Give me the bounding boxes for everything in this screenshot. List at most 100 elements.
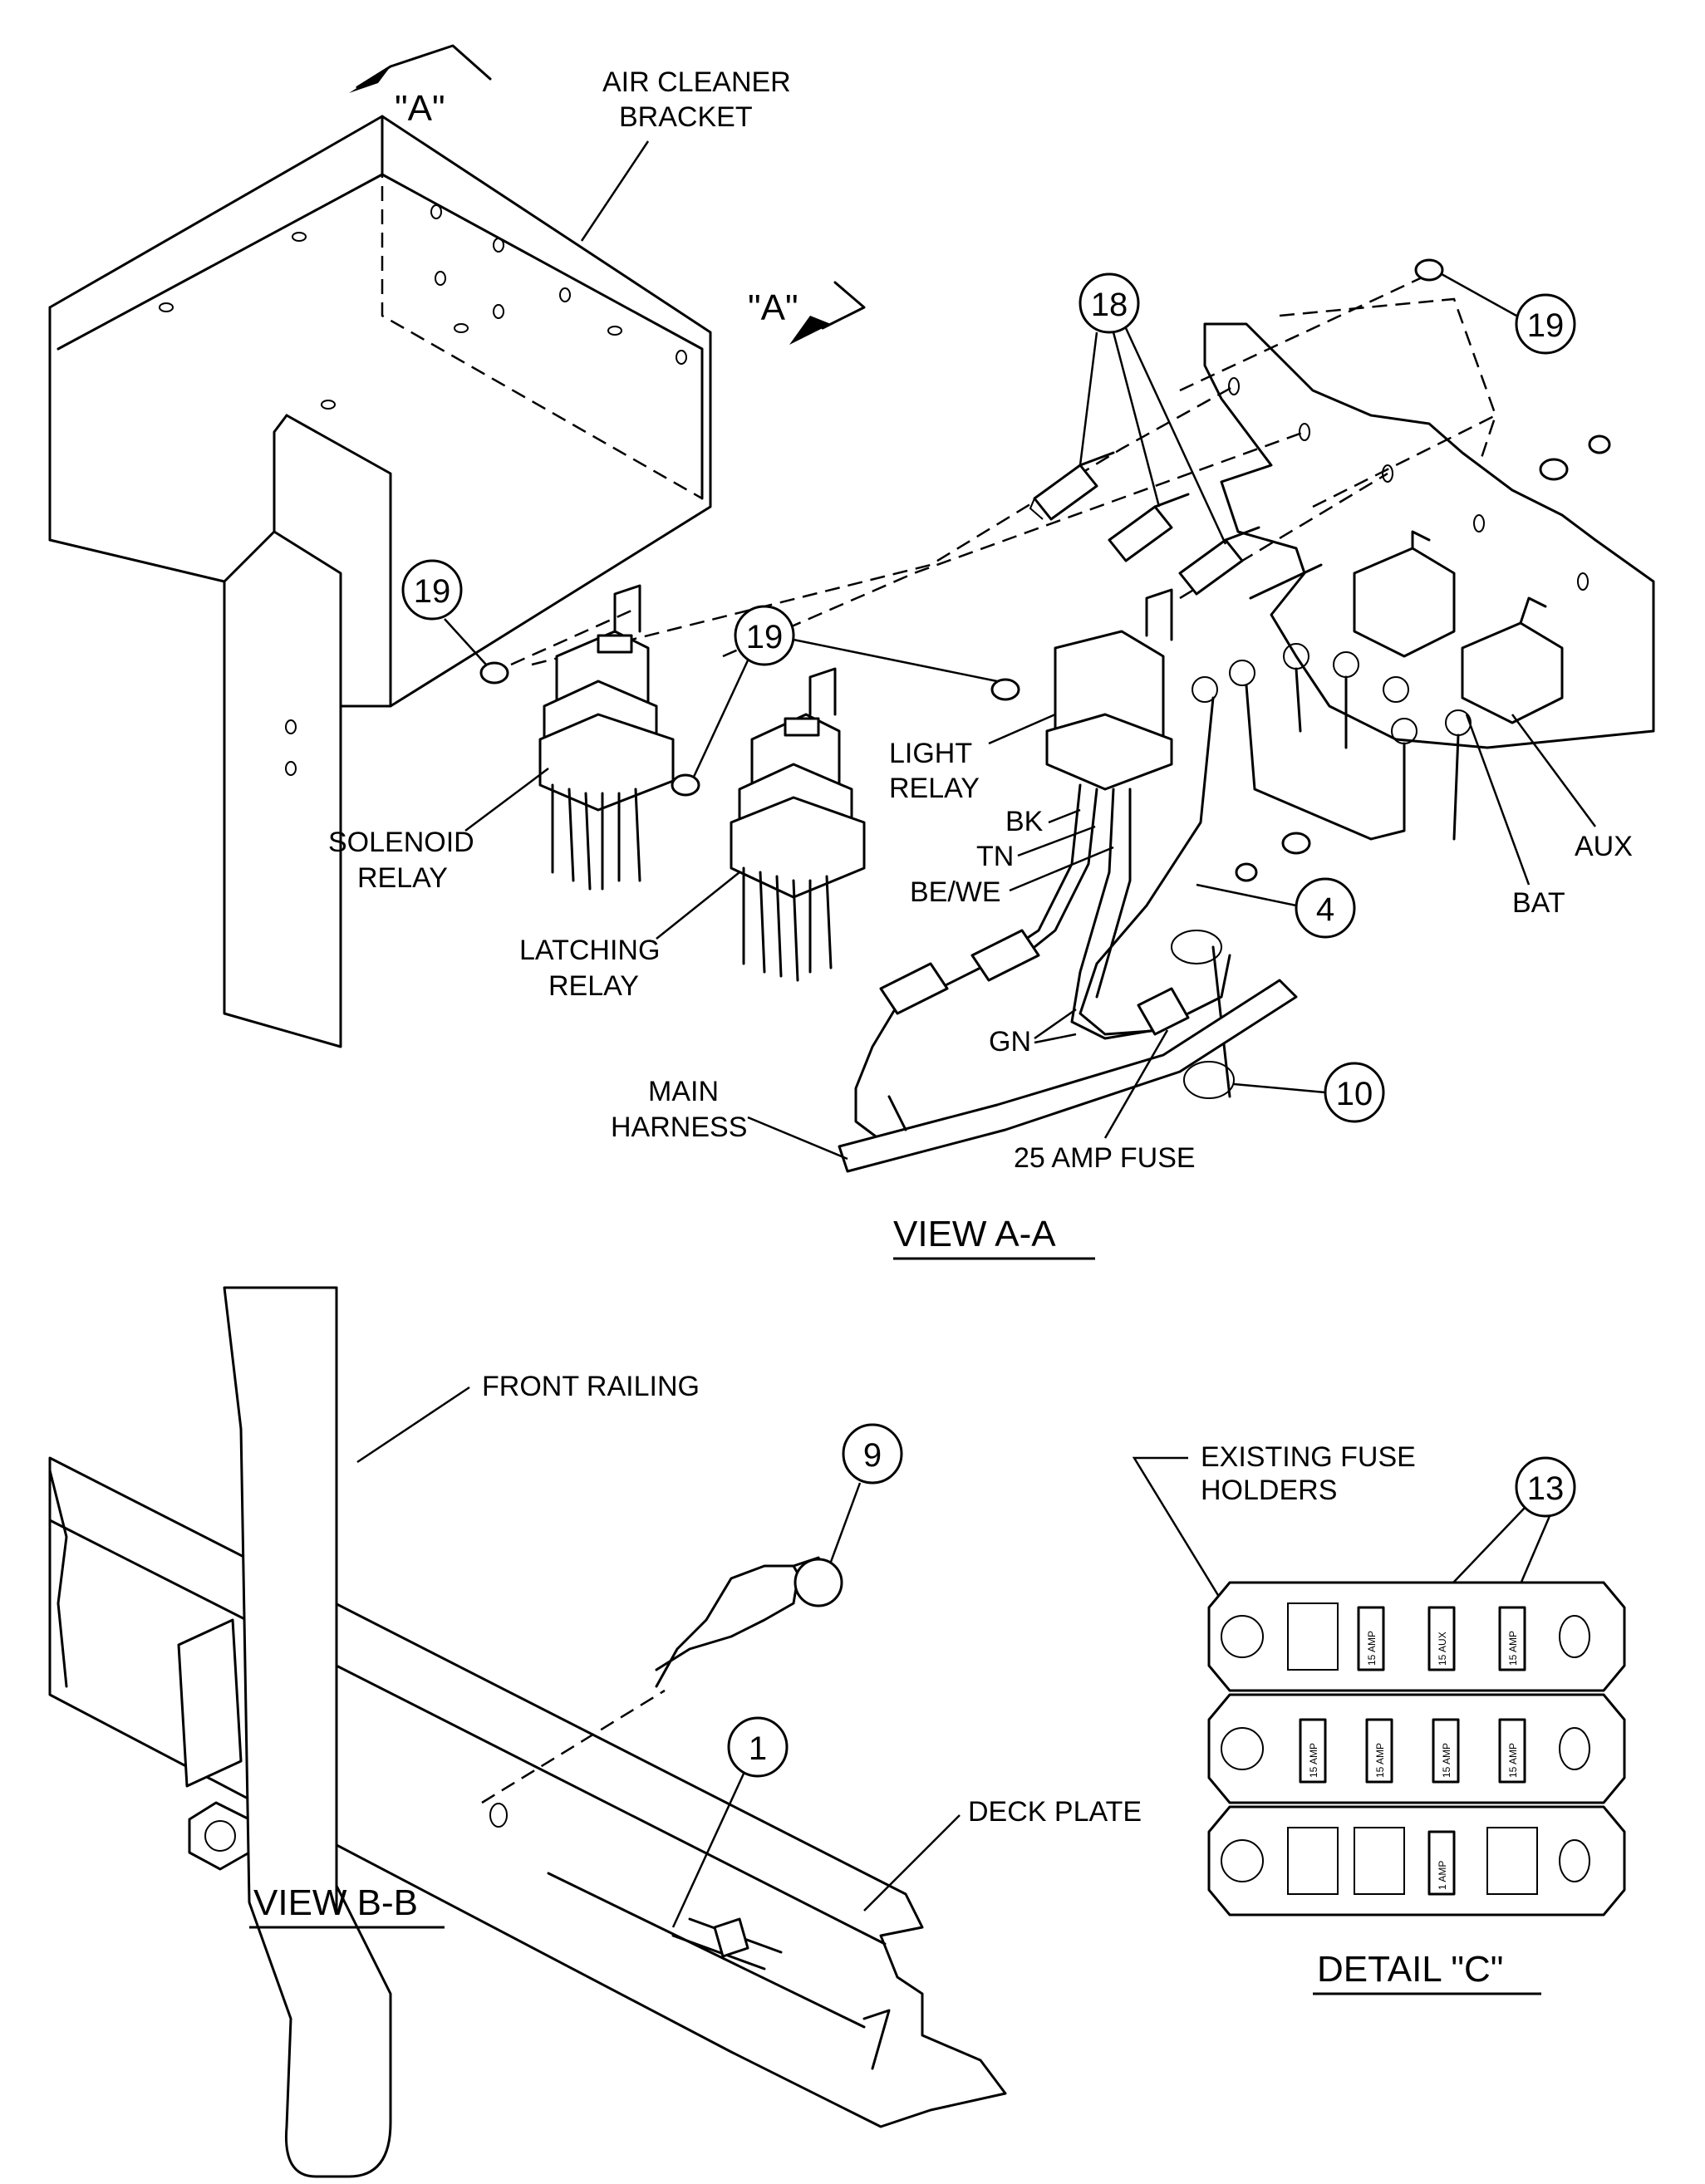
air-cleaner-label-1: AIR CLEANER (602, 66, 791, 98)
air-cleaner-label-2: BRACKET (619, 101, 753, 133)
inline-fuse-holder (1137, 987, 1190, 1036)
solenoid-relay-label-1: SOLENOID (328, 827, 474, 858)
main-harness-label-1: MAIN (648, 1076, 719, 1107)
deck-plate-leader (863, 1814, 961, 1912)
fuse-label-1-3: 15 AUX (1437, 1632, 1448, 1666)
air-cleaner-leader (580, 140, 650, 242)
latching-relay (730, 667, 866, 982)
latching-relay-label-1: LATCHING (519, 935, 660, 966)
connector-harness (879, 962, 949, 1015)
fuse-1-4 (1498, 1606, 1526, 1671)
nut-right-1 (1539, 458, 1569, 481)
fuse-label-3-3: 1 AMP (1437, 1861, 1448, 1890)
tn-leader (1017, 825, 1096, 857)
fuse-label-2-4: 15 AMP (1507, 1743, 1519, 1778)
callout-19-left: 19 (401, 559, 487, 665)
aux-label: AUX (1575, 831, 1633, 862)
fuse-2-2 (1365, 1718, 1393, 1784)
wire-gn-label: GN (989, 1026, 1031, 1058)
fuse-holder-row-2: 15 AMP 15 AMP 15 AMP 15 AMP (1207, 1693, 1626, 1804)
fuse-1-3 (1427, 1606, 1456, 1671)
latching-leader (656, 871, 740, 940)
view-a-title: VIEW A-A (893, 1214, 1056, 1254)
bewe-leader (1009, 846, 1114, 892)
cable-clamp-10 (1171, 930, 1222, 964)
fuse-label-1-4: 15 AMP (1507, 1631, 1519, 1666)
fuse-holder-row-3: 1 AMP (1207, 1805, 1626, 1917)
mounting-centerlines (510, 272, 1498, 666)
existing-fuse-label-1: EXISTING FUSE (1201, 1441, 1416, 1473)
fuse-label-2-1: 15 AMP (1308, 1743, 1319, 1778)
air-cleaner-bracket (48, 115, 712, 1048)
detail-c-title: DETAIL "C" (1317, 1949, 1503, 1990)
gn-leader-2 (1034, 1033, 1077, 1044)
solenoid-relay (538, 584, 675, 891)
nut-19-light (990, 678, 1020, 701)
fuse-3-3 (1427, 1830, 1456, 1896)
mounting-bracket (177, 1618, 251, 1871)
callout-4-text: 4 (1316, 891, 1334, 928)
light-relay-label-2: RELAY (889, 773, 980, 804)
deck-plate-label: DECK PLATE (968, 1796, 1142, 1828)
callout-4: 4 (1196, 877, 1356, 939)
callout-18: 18 (1079, 272, 1227, 545)
standoff-18-c (1178, 526, 1260, 596)
section-a-label-right: "A" (748, 287, 798, 328)
callout-13-text: 13 (1527, 1470, 1565, 1507)
bat-label: BAT (1512, 887, 1565, 919)
callout-19-mid: 19 (692, 605, 998, 778)
washer-lower-1 (1281, 832, 1311, 855)
callout-18-text: 18 (1091, 287, 1128, 323)
callout-19-mid-text: 19 (746, 619, 784, 655)
section-a-label-top: "A" (395, 88, 445, 129)
fuse-label-1-2: 15 AMP (1366, 1631, 1378, 1666)
terminal-block-lower (1461, 596, 1564, 724)
bk-leader (1048, 808, 1081, 824)
callout-19-top: 19 (1441, 272, 1576, 355)
bolt (1249, 563, 1323, 600)
fuse-2-3 (1432, 1718, 1460, 1784)
main-harness-label-2: HARNESS (611, 1112, 747, 1143)
latching-relay-label-2: RELAY (548, 970, 639, 1002)
nut-19-top (1414, 258, 1444, 282)
nut-right-2 (1588, 434, 1611, 454)
deck-plate (48, 1456, 1007, 2128)
fuse-label-2-2: 15 AMP (1374, 1743, 1386, 1778)
callout-19-left-text: 19 (414, 573, 451, 610)
light-relay-wiring (854, 696, 1235, 1148)
connector-light (970, 929, 1040, 982)
light-relay-label-1: LIGHT (889, 738, 972, 769)
wire-bewe-label: BE/WE (910, 876, 1001, 908)
callout-1-text: 1 (749, 1730, 767, 1767)
wire-lead (655, 1556, 843, 1688)
callout-19-top-text: 19 (1527, 307, 1565, 344)
callout-13: 13 (1437, 1456, 1576, 1604)
washer-lower-2 (1235, 862, 1258, 882)
front-railing (223, 1286, 392, 2178)
wire-centerline (481, 1689, 666, 1804)
fuse-2-4 (1498, 1718, 1526, 1784)
ring-terminals (1192, 643, 1472, 841)
fuse-label-2-3: 15 AMP (1441, 1743, 1452, 1778)
solenoid-relay-label-2: RELAY (357, 862, 448, 894)
fuse-1-2 (1357, 1606, 1385, 1671)
existing-fuse-label-2: HOLDERS (1201, 1475, 1337, 1506)
callout-10-text: 10 (1336, 1076, 1373, 1112)
light-relay (990, 588, 1173, 791)
section-marker-a-right: "A" (748, 281, 866, 345)
fuse-25-label: 25 AMP FUSE (1014, 1142, 1196, 1174)
standoff-18-b (1108, 493, 1190, 562)
main-harness (838, 979, 1298, 1173)
gn-leader-1 (1034, 1008, 1077, 1040)
nut-19-mid (671, 773, 700, 797)
relay-panel-plate (1203, 322, 1655, 749)
nut-19-left (479, 661, 509, 685)
cable-1 (671, 1917, 783, 1971)
section-marker-a-top: "A" (349, 44, 492, 129)
fuse-leader (1103, 1029, 1169, 1139)
callout-9-text: 9 (863, 1437, 882, 1474)
existing-fuse-leader (1132, 1456, 1227, 1608)
wire-tn-label: TN (976, 841, 1014, 872)
